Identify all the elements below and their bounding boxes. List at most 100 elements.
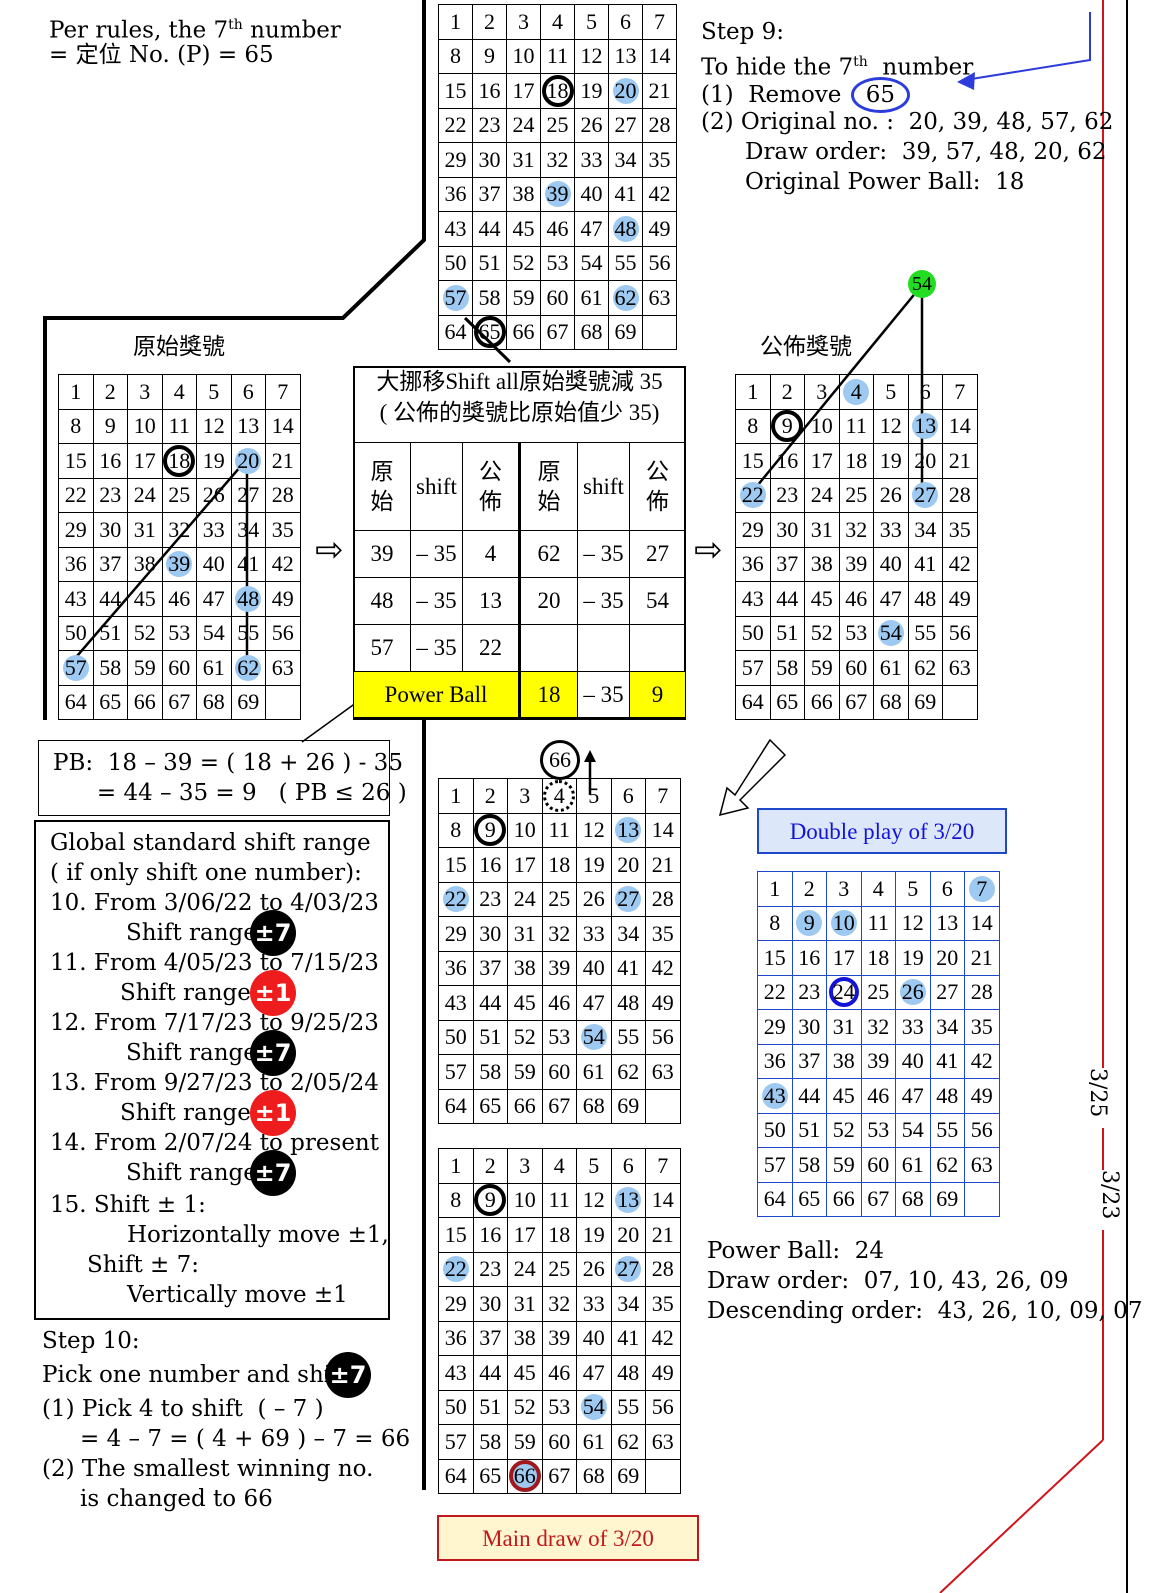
grid-number: 63 — [651, 1058, 674, 1084]
grid-number: 57 — [763, 1151, 786, 1177]
grid-number: 68 — [582, 1463, 605, 1489]
grid-number: 57 — [444, 1428, 467, 1454]
grid-number: 26 — [879, 482, 902, 508]
grid-number: 57 — [442, 284, 469, 311]
grid-number: 41 — [936, 1048, 959, 1074]
grid-number: 54 — [580, 1394, 607, 1421]
grid-number: 68 — [901, 1186, 924, 1212]
shift-cell — [577, 624, 630, 672]
grid-number: 20 — [617, 1221, 640, 1247]
grid-number: 36 — [763, 1048, 786, 1074]
grid-number: 50 — [444, 1024, 467, 1050]
shift-cell: 13 — [461, 577, 520, 625]
grid-number: 13 — [614, 43, 637, 69]
grid-number: 44 — [479, 989, 502, 1015]
timeline-red-diag — [939, 1439, 1104, 1593]
grid-number: 31 — [513, 920, 536, 946]
grid-number: 8 — [450, 1187, 462, 1213]
grid-number: 24 — [133, 482, 156, 508]
grid-number: 20 — [235, 447, 262, 474]
grid-number: 25 — [548, 886, 571, 912]
grid-number: 45 — [133, 585, 156, 611]
grid-number: 25 — [168, 482, 191, 508]
grid-number: 3 — [816, 378, 828, 404]
grid-number: 34 — [914, 516, 937, 542]
grid-number: 46 — [548, 989, 571, 1015]
grid-number: 14 — [651, 1187, 674, 1213]
grid-number: 59 — [513, 1058, 536, 1084]
grid-number: 67 — [548, 1463, 571, 1489]
grid-number: 54 — [877, 620, 904, 647]
marker-54: 54 — [908, 270, 936, 298]
grid-number: 30 — [478, 146, 501, 172]
step10-l4: (2) The smallest winning no. — [42, 1456, 374, 1482]
grid-number: 67 — [168, 689, 191, 715]
grid-number: 3 — [139, 378, 151, 404]
grid-number: 21 — [651, 1221, 674, 1247]
grid-number: 62 — [936, 1151, 959, 1177]
grid-number: 5 — [588, 1152, 600, 1178]
grid-number: 44 — [479, 1359, 502, 1385]
shift-cell: – 35 — [577, 530, 630, 578]
grid-number: 51 — [478, 250, 501, 276]
grid-number: 23 — [99, 482, 122, 508]
grid-number: 4 — [872, 875, 884, 901]
grid-number: 20 — [617, 851, 640, 877]
blue-arrow-head — [957, 72, 975, 90]
grid-number: 54 — [580, 250, 603, 276]
grid-number: 57 — [741, 654, 764, 680]
grid-number: 61 — [580, 284, 603, 310]
grid-number: 11 — [546, 43, 569, 69]
label-original: 原始獎號 — [133, 334, 225, 360]
grid-number: 34 — [614, 146, 637, 172]
grid-number: 18 — [163, 444, 196, 477]
grid-number: 61 — [901, 1151, 924, 1177]
grid-number: 60 — [548, 1058, 571, 1084]
grid-number: 26 — [202, 482, 225, 508]
grid-number: 47 — [580, 215, 603, 241]
grid-number: 19 — [580, 77, 603, 103]
grid-number: 40 — [901, 1048, 924, 1074]
grid-number: 32 — [548, 920, 571, 946]
grid-number: 36 — [741, 551, 764, 577]
grid-number: 54 — [202, 620, 225, 646]
grid-number: 17 — [513, 1221, 536, 1247]
grid-number: 32 — [867, 1013, 890, 1039]
grid-number: 19 — [202, 447, 225, 473]
grid-number: 38 — [513, 1325, 536, 1351]
grid-number: 6 — [919, 378, 931, 404]
grid-number: 50 — [763, 1117, 786, 1143]
grid-number: 45 — [513, 989, 536, 1015]
grid-number: 62 — [235, 654, 262, 681]
global-s15b: Shift ± 7: — [87, 1252, 199, 1278]
step10-l1: Pick one number and shift — [42, 1362, 349, 1388]
grid-number: 60 — [546, 284, 569, 310]
grid-number: 29 — [444, 146, 467, 172]
global-item-from: 11. From 4/05/23 to 7/15/23 — [50, 950, 379, 976]
grid-number: 51 — [479, 1394, 502, 1420]
grid-number: 35 — [948, 516, 971, 542]
grid-number: 23 — [776, 482, 799, 508]
grid-number: 33 — [901, 1013, 924, 1039]
grid-number: 30 — [798, 1013, 821, 1039]
grid-number: 7 — [968, 875, 995, 902]
grid-number: 47 — [879, 585, 902, 611]
grid-number: 19 — [901, 944, 924, 970]
grid-number: 40 — [580, 181, 603, 207]
grid-number: 56 — [948, 620, 971, 646]
grid-number: 38 — [512, 181, 535, 207]
grid-number: 62 — [914, 654, 937, 680]
grid-number: 11 — [548, 1187, 570, 1213]
grid-number: 29 — [763, 1013, 786, 1039]
global-item-range: Shift range: — [126, 1160, 265, 1186]
grid-number: 1 — [747, 378, 759, 404]
rules-text-2: = 定位 No. (P) = 65 — [49, 42, 274, 68]
grid-number: 25 — [867, 979, 890, 1005]
grid-number: 44 — [99, 585, 122, 611]
grid-number: 28 — [648, 112, 671, 138]
grid-number: 55 — [936, 1117, 959, 1143]
grid-number: 2 — [781, 378, 793, 404]
grid-number: 40 — [582, 955, 605, 981]
